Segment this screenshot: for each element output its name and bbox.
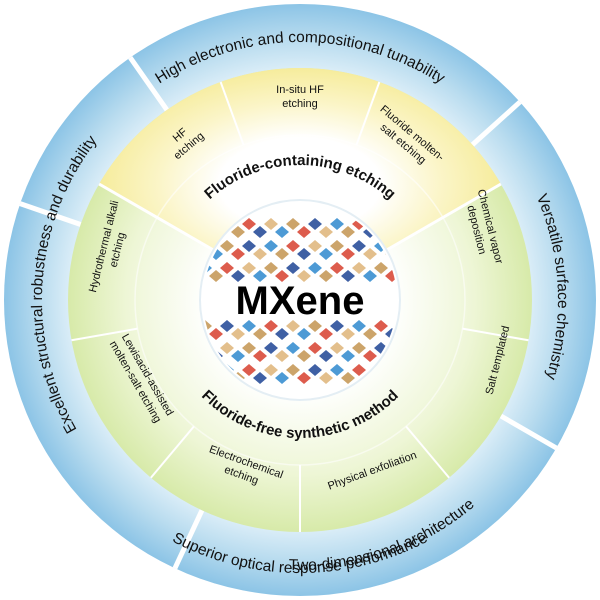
center-title: MXene [236,279,365,323]
method-divider [71,327,138,342]
method-insitu-hf: In-situ HF etching [276,84,324,110]
method-divider [355,81,381,146]
region-divider [385,182,502,252]
outer-ring-divider [128,56,169,112]
method-label-line: In-situ HF [276,84,324,96]
outer-ring-divider [470,100,522,147]
outer-ring-divider [172,509,205,570]
region-divider [98,182,215,252]
method-divider [150,425,195,479]
method-divider [405,425,450,479]
method-divider [462,327,529,342]
method-divider [219,81,245,146]
method-label-line: etching [282,98,317,110]
outer-ring-divider [499,413,558,451]
outer-ring-divider [19,201,82,227]
